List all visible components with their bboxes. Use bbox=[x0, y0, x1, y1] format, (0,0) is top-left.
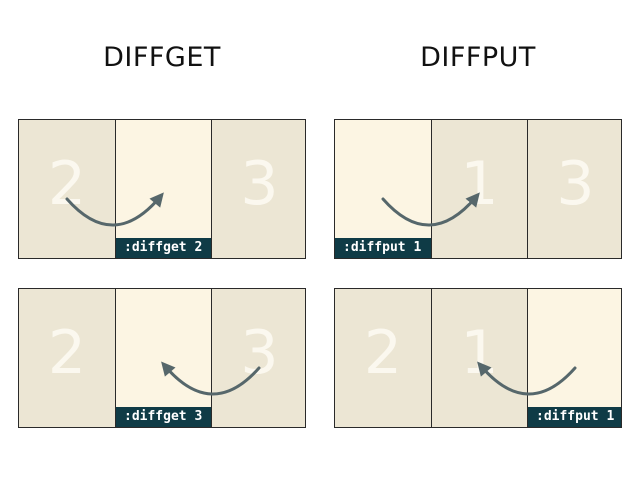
diffget-heading: DIFFGET bbox=[103, 42, 221, 73]
pane-left[interactable]: 2 bbox=[19, 120, 115, 258]
diffput-1-bottom-panel: 2 1 :diffput 1 bbox=[334, 288, 622, 428]
pane-right[interactable]: 3 bbox=[211, 120, 305, 258]
pane-right[interactable]: :diffput 1 bbox=[527, 289, 621, 427]
pane-number: 2 bbox=[47, 318, 87, 388]
pane-left[interactable]: :diffput 1 bbox=[335, 120, 431, 258]
pane-left[interactable]: 2 bbox=[335, 289, 431, 427]
pane-number: 3 bbox=[556, 149, 595, 219]
pane-right[interactable]: 3 bbox=[211, 289, 305, 427]
diffget-3-panel: 2 :diffget 3 3 bbox=[18, 288, 306, 428]
pane-middle[interactable]: :diffget 3 bbox=[115, 289, 211, 427]
pane-number: 3 bbox=[240, 318, 279, 388]
pane-number: 1 bbox=[460, 149, 499, 219]
command-bar: :diffget 2 bbox=[116, 238, 211, 258]
pane-number: 2 bbox=[47, 149, 87, 219]
diffget-2-panel: 2 :diffget 2 3 bbox=[18, 119, 306, 259]
pane-number: 2 bbox=[363, 318, 403, 388]
command-bar: :diffget 3 bbox=[116, 407, 211, 427]
diffput-heading: DIFFPUT bbox=[420, 42, 536, 73]
pane-middle[interactable]: 1 bbox=[431, 289, 527, 427]
command-bar: :diffput 1 bbox=[335, 238, 431, 258]
command-bar: :diffput 1 bbox=[528, 407, 621, 427]
pane-middle[interactable]: :diffget 2 bbox=[115, 120, 211, 258]
pane-number: 1 bbox=[460, 318, 499, 388]
diffput-1-top-panel: :diffput 1 1 3 bbox=[334, 119, 622, 259]
pane-middle[interactable]: 1 bbox=[431, 120, 527, 258]
pane-number: 3 bbox=[240, 149, 279, 219]
pane-left[interactable]: 2 bbox=[19, 289, 115, 427]
pane-right[interactable]: 3 bbox=[527, 120, 621, 258]
